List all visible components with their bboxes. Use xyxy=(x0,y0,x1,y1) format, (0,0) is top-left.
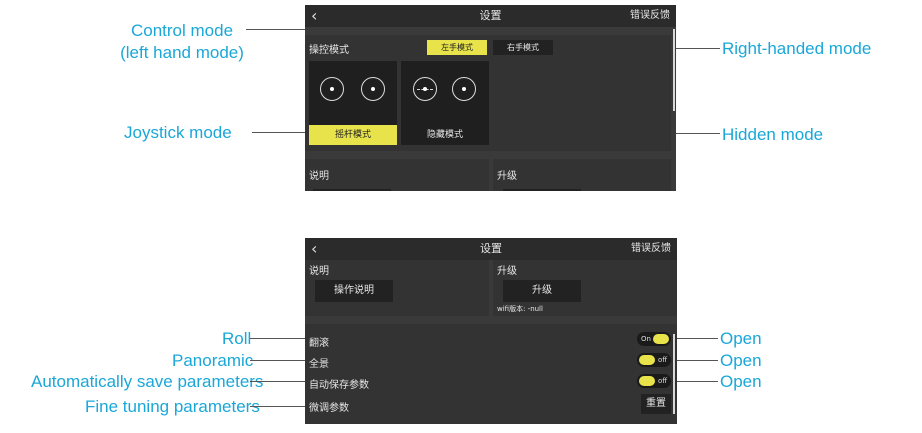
hidden-joystick-icon xyxy=(413,77,437,101)
reset-button[interactable]: 重置 xyxy=(641,394,671,414)
auto-save-toggle[interactable]: off xyxy=(637,374,671,388)
upgrade-panel: 升级 升级 wifi版本: -null xyxy=(493,260,677,316)
leader-line xyxy=(672,381,718,382)
upgrade-label: 升级 xyxy=(497,171,517,182)
toggle-knob xyxy=(653,334,669,344)
leader-line xyxy=(250,381,306,382)
toggle-knob xyxy=(639,355,655,365)
annotation-right-handed-mode: Right-handed mode xyxy=(722,39,872,58)
description-label: 说明 xyxy=(309,171,329,182)
control-mode-label: 操控模式 xyxy=(309,45,349,56)
hidden-mode-label: 隐藏模式 xyxy=(426,130,463,140)
leader-line xyxy=(250,406,306,407)
wifi-version: wifi版本: -null xyxy=(497,305,543,313)
annotation-control-mode-line1: Control mode xyxy=(130,21,234,40)
annotation-joystick-mode: Joystick mode xyxy=(124,123,232,142)
top-bar: ‹ 设置 错误反馈 xyxy=(305,5,676,27)
annotation-open-auto-save: Open xyxy=(720,372,762,391)
panoramic-toggle[interactable]: off xyxy=(637,353,671,367)
annotation-auto-save: Automatically save parameters xyxy=(31,372,264,391)
scrollbar[interactable] xyxy=(673,334,675,414)
annotation-fine-tuning: Fine tuning parameters xyxy=(85,397,260,416)
annotation-roll: Roll xyxy=(222,329,252,348)
error-feedback-link[interactable]: 错误反馈 xyxy=(630,10,670,21)
upgrade-button[interactable]: 升级 xyxy=(503,280,581,302)
upgrade-label: 升级 xyxy=(497,266,517,277)
annotation-open-roll: Open xyxy=(720,329,762,348)
leader-line xyxy=(672,360,718,361)
page-title: 设置 xyxy=(480,242,502,255)
toggle-state: off xyxy=(658,356,668,364)
fine-tuning-label: 微调参数 xyxy=(309,403,349,414)
settings-screen-bottom: ‹ 设置 错误反馈 说明 操作说明 升级 升级 wifi版本: -null 翻滚… xyxy=(305,238,677,424)
upgrade-panel: 升级 xyxy=(493,159,671,191)
roll-toggle[interactable]: On xyxy=(637,332,671,346)
description-panel: 说明 操作说明 xyxy=(305,260,489,316)
chevron-left-icon[interactable]: ‹ xyxy=(311,239,318,258)
switch-panel: 翻滚 On 全景 off 自动保存参数 off 微调参数 重置 xyxy=(305,324,677,424)
joystick-icon xyxy=(320,77,344,101)
toggle-state: off xyxy=(658,377,668,385)
right-hand-mode-button[interactable]: 右手模式 xyxy=(493,40,553,55)
control-mode-panel: 操控模式 左手模式 右手模式 摇杆模式 隐藏模式 xyxy=(305,35,671,151)
leader-line xyxy=(252,132,344,133)
annotation-panoramic: Panoramic xyxy=(172,351,254,370)
scrollbar[interactable] xyxy=(673,29,675,111)
top-bar: ‹ 设置 错误反馈 xyxy=(305,238,677,260)
roll-label: 翻滚 xyxy=(309,338,329,349)
panoramic-label: 全景 xyxy=(309,359,329,370)
annotation-open-panoramic: Open xyxy=(720,351,762,370)
toggle-state: On xyxy=(641,335,651,343)
toggle-knob xyxy=(639,376,655,386)
upgrade-button[interactable] xyxy=(503,189,581,191)
description-label: 说明 xyxy=(309,266,329,277)
leader-line xyxy=(672,338,718,339)
joystick-mode-label: 摇杆模式 xyxy=(309,125,397,145)
auto-save-label: 自动保存参数 xyxy=(309,380,369,391)
error-feedback-link[interactable]: 错误反馈 xyxy=(631,243,671,254)
left-hand-mode-button[interactable]: 左手模式 xyxy=(427,40,487,55)
joystick-mode-option[interactable]: 摇杆模式 xyxy=(309,61,397,145)
operation-instructions-button[interactable]: 操作说明 xyxy=(315,280,393,302)
page-title: 设置 xyxy=(479,9,502,22)
joystick-icon xyxy=(361,77,385,101)
settings-screen-top: ‹ 设置 错误反馈 操控模式 左手模式 右手模式 摇杆模式 隐藏模式 说明 升级 xyxy=(305,5,676,191)
annotation-hidden-mode: Hidden mode xyxy=(722,125,824,144)
annotation-control-mode: Control mode (left hand mode) xyxy=(112,20,252,64)
leader-line xyxy=(250,338,306,339)
hidden-mode-option[interactable]: 隐藏模式 xyxy=(401,61,489,145)
operation-instructions-button[interactable] xyxy=(313,189,391,191)
joystick-icon xyxy=(452,77,476,101)
annotation-control-mode-line2: (left hand mode) xyxy=(120,43,244,62)
leader-line xyxy=(250,360,306,361)
chevron-left-icon[interactable]: ‹ xyxy=(311,6,318,25)
description-panel: 说明 xyxy=(305,159,489,191)
